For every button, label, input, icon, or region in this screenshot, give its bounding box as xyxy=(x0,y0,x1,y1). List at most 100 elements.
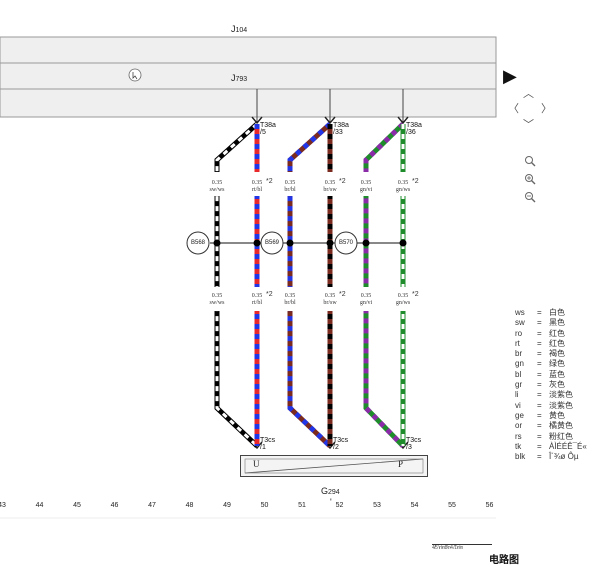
legend-name: 淡紫色 xyxy=(549,390,573,400)
j793-lower-band xyxy=(0,88,497,118)
legend-code: gr xyxy=(515,380,523,390)
legend-name: 黑色 xyxy=(549,318,565,328)
nav-up-icon[interactable]: ︿ xyxy=(523,88,534,100)
legend-name: 白色 xyxy=(549,308,565,317)
legend-equals: = xyxy=(537,410,542,420)
legend-row: or = 橘黄色 xyxy=(515,421,587,431)
node-1 xyxy=(213,239,221,247)
component-b568[interactable]: B568 xyxy=(190,240,205,246)
legend-code: rt xyxy=(515,338,520,348)
ruler-tick: 52 xyxy=(335,502,344,509)
b568-circle[interactable] xyxy=(186,231,210,255)
nav-down-icon[interactable]: ﹀ xyxy=(523,119,534,131)
legend-name: 红色 xyxy=(549,338,565,348)
legend-row: tk = ÀÌÉÉÊ¯É« xyxy=(515,442,587,452)
connector-t3cs-3: T3cs/3 xyxy=(406,437,422,451)
legend-equals: = xyxy=(537,441,542,451)
zoom-in-icon[interactable] xyxy=(524,173,536,188)
cursor-icon[interactable] xyxy=(128,68,142,82)
ruler-tick: 43 xyxy=(0,502,6,509)
legend-name: ÀÌÉÉÊ¯É« xyxy=(549,441,587,451)
wire-note-bottom-6: *2 xyxy=(412,291,419,298)
legend-row: ws = 白色 xyxy=(515,308,587,318)
ruler-tick: 47 xyxy=(148,502,156,509)
wire-note-top-2: *2 xyxy=(266,178,273,185)
wire-note-top-6: *2 xyxy=(412,178,419,185)
legend-row: sw = 黑色 xyxy=(515,318,587,328)
legend-equals: = xyxy=(537,308,542,317)
component-b569[interactable]: B569 xyxy=(264,240,279,246)
arrow-t38a-33 xyxy=(324,116,336,125)
wire-sw-ws xyxy=(214,122,259,448)
legend-code: gn xyxy=(515,359,524,369)
legend-name: Î´¾ø Ôµ xyxy=(549,452,579,462)
nav-left-icon[interactable]: 〈 xyxy=(508,103,519,115)
legend-row: blk = Î´¾ø Ôµ xyxy=(515,452,587,462)
legend-code: blk xyxy=(515,452,526,462)
legend-equals: = xyxy=(537,380,542,390)
ruler-tick: 46 xyxy=(110,502,119,509)
legend-name: 橘黄色 xyxy=(549,421,573,431)
connector-t38a-5: T38a/5 xyxy=(260,122,276,136)
node-5 xyxy=(362,239,370,247)
sensor-p-label: P xyxy=(398,459,404,469)
b570-circle[interactable] xyxy=(334,231,358,255)
b569-circle[interactable] xyxy=(260,231,284,255)
legend-name: 红色 xyxy=(549,328,565,338)
ruler-tick: 50 xyxy=(260,502,269,509)
legend-row: gr = 灰色 xyxy=(515,380,587,390)
legend-code: li xyxy=(515,390,519,400)
legend-code: tk xyxy=(515,441,522,451)
nav-right-icon[interactable]: 〉 xyxy=(541,103,552,115)
legend-equals: = xyxy=(537,452,542,462)
wire-br-bl xyxy=(287,122,332,448)
connector-t38a-36: T38a/36 xyxy=(406,122,422,136)
legend-equals: = xyxy=(537,421,542,431)
node-6 xyxy=(399,239,407,247)
legend-code: sw xyxy=(515,318,525,328)
legend-row: vi=淡紫色 xyxy=(515,401,587,411)
j104-band xyxy=(0,36,497,64)
arrow-t38a-5 xyxy=(251,116,263,125)
node-2 xyxy=(253,239,261,247)
title-j104: J104 xyxy=(231,24,248,34)
title-j793: J793 xyxy=(231,73,248,83)
ruler-tick: 55 xyxy=(448,502,456,509)
zoom-out-icon[interactable] xyxy=(524,191,536,206)
legend-code: ws xyxy=(515,308,525,317)
legend-equals: = xyxy=(537,359,542,369)
play-icon[interactable]: ▶ xyxy=(503,66,517,86)
legend-equals: = xyxy=(537,390,542,400)
legend-row: bl=蓝色 xyxy=(515,370,587,380)
ruler-tick: 49 xyxy=(223,502,231,509)
ruler-tick: 48 xyxy=(185,502,194,509)
sensor-g294[interactable]: U P xyxy=(240,455,428,477)
legend-code: br xyxy=(515,349,523,359)
legend-equals: = xyxy=(537,318,542,328)
ruler-tick: 56 xyxy=(485,502,494,509)
legend-code: ro xyxy=(515,328,523,338)
diagram-title: 电路图 xyxy=(489,555,519,566)
sensor-u-label: U xyxy=(253,459,260,469)
legend-code: or xyxy=(515,421,523,431)
legend-equals: = xyxy=(537,369,542,379)
component-b570[interactable]: B570 xyxy=(338,240,353,246)
legend-row: li = 淡紫色 xyxy=(515,390,587,400)
magnifier-icon[interactable] xyxy=(524,155,536,170)
j793-band xyxy=(0,62,497,90)
wire-gn-vi xyxy=(363,122,405,448)
legend-equals: = xyxy=(537,338,542,348)
legend-row: br=褐色 xyxy=(515,349,587,359)
legend-name: 灰色 xyxy=(549,380,565,390)
legend-name: 褐色 xyxy=(549,349,565,359)
legend-name: 蓝色 xyxy=(549,369,565,379)
